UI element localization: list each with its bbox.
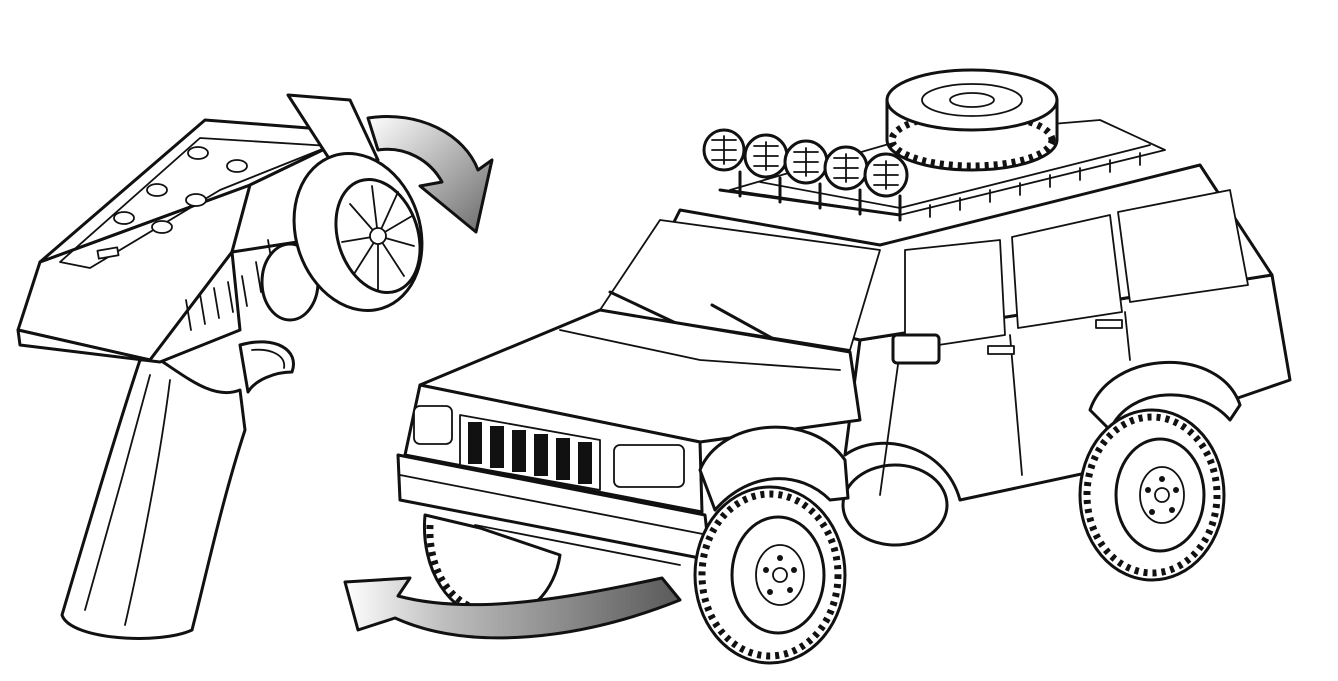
rear-door-window	[1011, 214, 1123, 329]
rc-suv-truck-icon	[396, 68, 1292, 665]
rear-fender-flare	[1088, 361, 1242, 432]
windshield	[599, 219, 881, 351]
cargo-window	[1117, 189, 1249, 303]
throttle-trigger	[238, 340, 295, 394]
front-fender-flare	[698, 425, 850, 512]
front-grille	[459, 414, 601, 491]
antenna-stub	[286, 93, 380, 162]
transmitter-grip	[60, 358, 247, 640]
front-right-wheel	[693, 485, 847, 665]
front-door-window	[904, 239, 1006, 351]
headlight-left	[413, 405, 453, 445]
rear-hidden-wheel	[841, 463, 949, 547]
steering-wheel-icon	[292, 152, 424, 312]
turn-arrow-icon	[343, 576, 682, 640]
roof-light-bar	[702, 128, 909, 222]
spare-tire	[885, 68, 1059, 172]
rotate-clockwise-arrow-icon	[366, 115, 494, 234]
wiper-left	[608, 290, 682, 327]
power-switch	[96, 246, 120, 260]
rear-right-wheel	[1078, 408, 1226, 582]
transmitter-buttons	[96, 146, 248, 260]
headlight-right	[613, 444, 685, 488]
rear-door-handle	[1095, 319, 1123, 329]
side-mirror	[891, 333, 941, 365]
rc-transmitter-icon	[16, 93, 424, 640]
front-door-handle	[987, 345, 1015, 355]
